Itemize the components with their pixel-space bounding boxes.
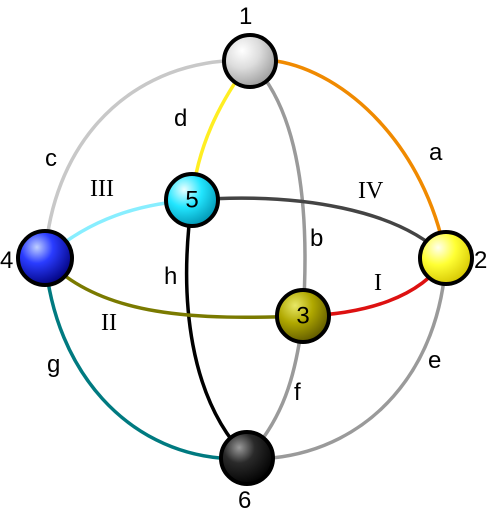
edge-b [248,59,307,318]
node-3 [275,288,331,344]
edge-h-label: h [164,263,177,290]
edge-II [43,256,305,320]
edge-c-label: c [45,145,57,172]
node-6-label: 6 [238,487,251,512]
node-5 [164,172,220,228]
node-1 [222,33,278,89]
node-4-label: 4 [0,247,13,274]
node-2 [418,230,474,286]
node-6 [219,430,275,486]
edge-f-label: f [294,379,301,406]
node-2-label: 2 [474,247,487,274]
edge-III-label: III [90,176,114,202]
edge-b-label: b [310,225,323,252]
edge-g-label: g [47,351,60,378]
edge-IV-label: IV [358,178,384,204]
edge-d-label: d [174,105,187,132]
edge-a-label: a [429,139,443,166]
edge-e [270,256,448,460]
edge-c [43,59,226,260]
edge-I-label: I [374,270,382,296]
node-4 [16,229,74,287]
edge-e-label: e [428,347,441,374]
node-1-label: 1 [239,3,252,30]
edge-II-label: II [101,310,117,336]
edge-g [43,256,222,460]
node-5-label: 5 [185,187,198,214]
node-3-label: 3 [296,303,309,330]
edge-h [184,198,249,460]
edge-a [274,59,448,260]
